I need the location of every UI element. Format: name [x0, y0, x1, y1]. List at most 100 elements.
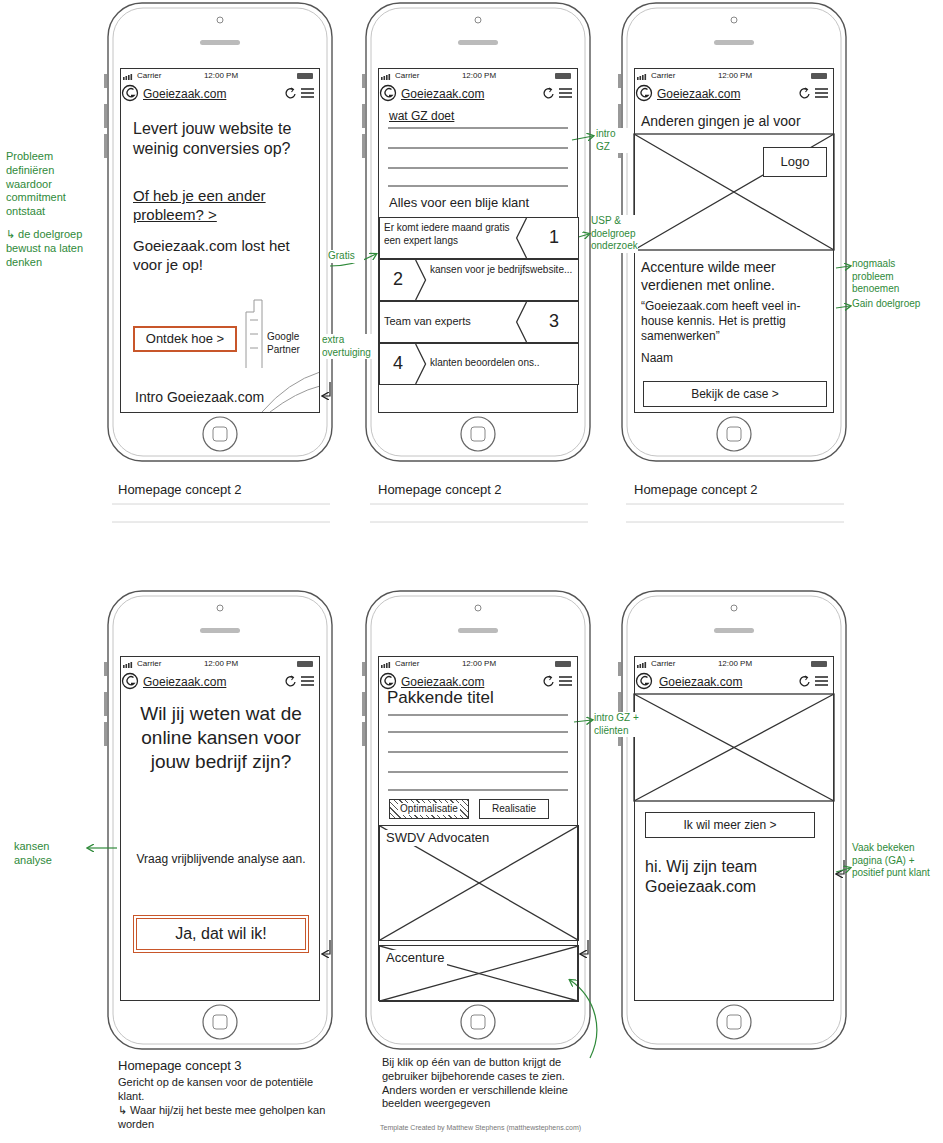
- annotation: ↳ de doelgroep bewust na laten denken: [6, 228, 102, 269]
- skyline-sketch: [262, 372, 320, 412]
- phone-frame: [104, 3, 332, 461]
- annotation: intro GZ: [596, 128, 632, 153]
- annotation: extra overtuiging: [322, 334, 378, 359]
- shape-line: [380, 826, 578, 940]
- caption: Homepage concept 3: [118, 1058, 328, 1074]
- button-box: Ik wil meer zien >: [645, 812, 815, 838]
- usp-item: Er komt iedere maand gratis een expert l…: [379, 217, 579, 259]
- screen-text: 4: [386, 352, 410, 375]
- button-box: Bekijk de case >: [643, 381, 827, 407]
- image-placeholder: [634, 134, 834, 250]
- annotation: USP & doelgroep onderzoek: [591, 215, 638, 253]
- annotation: intro GZ + cliënten: [594, 712, 642, 737]
- screen-text: Pakkende titel: [387, 687, 571, 708]
- shape-line: [380, 946, 578, 1001]
- annotation-leader: [572, 136, 593, 140]
- annotation: Gratis: [328, 250, 364, 263]
- button-label: Ik wil meer zien >: [683, 818, 776, 832]
- screen-text: hi. Wij zijn team Goeiezaak.com: [645, 857, 825, 897]
- button-box: Logo: [763, 147, 827, 177]
- screen-text: 3: [536, 310, 572, 333]
- screen-text: Carrier: [395, 71, 455, 81]
- screen-text: Goeiezaak.com lost het voor je op!: [133, 237, 305, 275]
- screen-text: Vraag vrijblijvende analyse aan.: [136, 852, 306, 867]
- skyline-sketch: [270, 386, 320, 412]
- phone-frame: [362, 3, 590, 461]
- screen-text: Goeiezaak.com: [401, 87, 551, 102]
- phone-screen: Carrier12:00 PM Goeiezaak.comAnderen ging…: [634, 68, 834, 413]
- image-card: Accenture: [379, 945, 579, 1002]
- button-label: Realisatie: [492, 803, 536, 815]
- image-card: SWDV Advocaten: [379, 825, 579, 941]
- screen-text: Team van experts: [384, 315, 512, 329]
- caption: Homepage concept 2: [118, 482, 318, 498]
- screen-text: Naam: [641, 351, 761, 366]
- annotation: Vaak bekeken pagina (GA) + positief punt…: [852, 842, 938, 880]
- screen-text: 12:00 PM: [449, 71, 509, 81]
- caption-rule: [112, 522, 844, 523]
- image-placeholder: [634, 134, 834, 250]
- caption-rule: [112, 504, 844, 505]
- phone-frame: [104, 591, 332, 1049]
- screen-text: Carrier: [137, 659, 197, 669]
- screen-text: 12:00 PM: [191, 71, 251, 81]
- shape-line: [380, 946, 578, 1001]
- annotation: kansen analyse: [14, 840, 84, 868]
- phone-screen: Carrier12:00 PMGoeiezaak.comWil jij wete…: [120, 656, 320, 1001]
- annotation-leader: [570, 980, 597, 1058]
- annotation-leader: [88, 847, 117, 848]
- button-box: Realisatie: [479, 799, 549, 819]
- button-box: Ontdek hoe >: [133, 326, 237, 352]
- screen-text: Carrier: [395, 659, 455, 669]
- usp-item: 2kansen voor je bedrijfswebsite...: [379, 259, 579, 301]
- continue-arrow: [581, 940, 588, 954]
- screen-text: wat GZ doet: [389, 109, 569, 124]
- screen-text: Goeiezaak.com: [143, 675, 293, 690]
- screen-text: Carrier: [651, 71, 711, 81]
- shape-line: [380, 826, 578, 940]
- text-placeholder-lines: [388, 128, 568, 186]
- caption: Homepage concept 2: [378, 482, 578, 498]
- skyline-sketch: [250, 320, 258, 348]
- screen-text: Accenture wilde meer verdienen met onlin…: [641, 259, 829, 294]
- screen-text: Levert jouw website te weinig conversies…: [133, 119, 311, 159]
- screen-text: Goeiezaak.com: [401, 675, 551, 690]
- phone-frame: [618, 591, 846, 1049]
- annotation-leader: [574, 720, 592, 722]
- note: Gericht op de kansen voor de potentiële …: [118, 1076, 333, 1104]
- skyline-sketch: [246, 300, 262, 368]
- screen-text: 12:00 PM: [705, 659, 765, 669]
- phone-frame: [104, 3, 846, 1049]
- screen-text: 12:00 PM: [191, 659, 251, 669]
- watermark: Template Created by Matthew Stephens (ma…: [380, 1124, 612, 1133]
- note: Bij klik op één van de button krijgt de …: [382, 1056, 582, 1111]
- screen-text: Intro Goeiezaak.com: [135, 389, 317, 407]
- button-label: Logo: [781, 154, 810, 170]
- screen-text: Er komt iedere maand gratis een expert l…: [384, 222, 512, 247]
- screen-text: Goeiezaak.com: [143, 87, 293, 102]
- screen-text: Carrier: [137, 71, 197, 81]
- phone-frame: [618, 3, 846, 461]
- screen-text: Goeiezaak.com: [657, 87, 807, 102]
- screen-text: 2: [386, 268, 410, 291]
- shape-line: [517, 302, 527, 342]
- caption: Homepage concept 2: [634, 482, 834, 498]
- button-box: Ja, dat wil ik!: [133, 915, 309, 953]
- continue-arrow: [323, 382, 330, 396]
- annotation-leader: [836, 868, 850, 872]
- screen-text: Anderen gingen je al voor: [641, 113, 831, 131]
- usp-item: Team van experts 3: [379, 301, 579, 343]
- annotation: Gain doelgroep: [852, 298, 938, 311]
- screen-text: “Goeiezaak.com heeft veel in-house kenni…: [641, 299, 829, 344]
- button-label: Optimalisatie: [398, 803, 460, 815]
- usp-item: 4klanten beoordelen ons..: [379, 343, 579, 385]
- button-box: Optimalisatie: [389, 799, 469, 819]
- screen-text: Carrier: [651, 659, 711, 669]
- note: ↳ Waar hij/zij het beste mee geholpen ka…: [118, 1104, 333, 1132]
- shape-line: [416, 260, 426, 300]
- annotation-leader: [836, 266, 850, 268]
- screen-text: 12:00 PM: [705, 71, 765, 81]
- phone-frame: [362, 591, 590, 1049]
- screen-text: 1: [536, 226, 572, 249]
